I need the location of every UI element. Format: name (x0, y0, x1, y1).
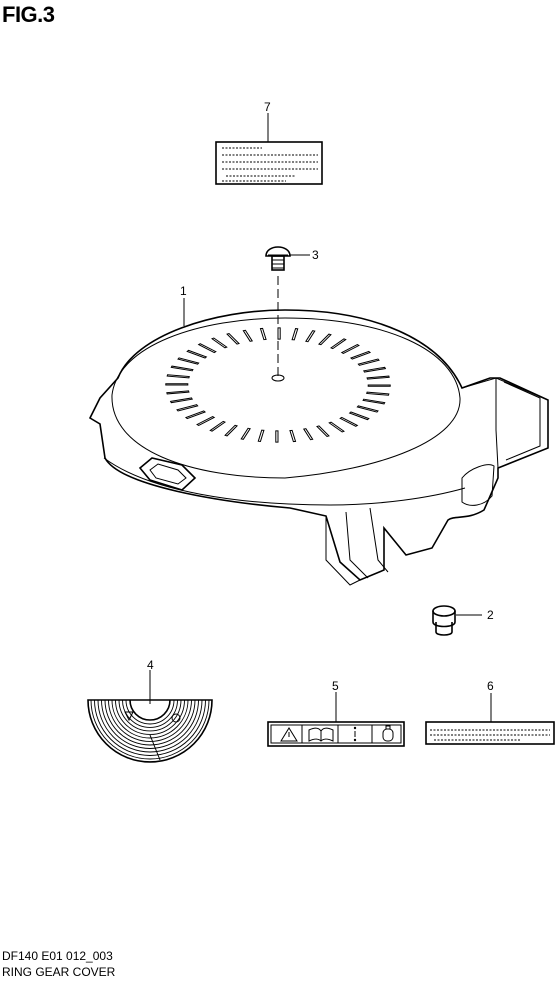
decal-ring (104, 699, 196, 746)
vent-slot (362, 398, 386, 405)
callout-2: 2 (487, 608, 494, 622)
cover-vent-slots (165, 327, 391, 443)
callout-6: 6 (487, 679, 494, 693)
vent-slot (259, 327, 267, 341)
part-4-semicircle-decal (87, 699, 213, 763)
vent-slot (318, 333, 332, 346)
vent-slot (196, 415, 216, 426)
vent-slot (329, 338, 347, 350)
vent-slot (349, 350, 372, 360)
vent-slot (356, 405, 379, 413)
figure-name: RING GEAR COVER (2, 965, 116, 979)
vent-slot (224, 424, 238, 437)
callout-4: 4 (147, 658, 154, 672)
callout-5: 5 (332, 679, 339, 693)
decal-ring (101, 699, 199, 749)
callout-7: 7 (264, 100, 271, 114)
part-1-ring-gear-cover (88, 309, 549, 586)
vent-slot (363, 366, 387, 373)
decal-ring (108, 699, 192, 742)
part-2-plug (432, 605, 456, 636)
vent-slot (289, 429, 297, 443)
vent-slot (184, 410, 207, 420)
vent-slot (367, 384, 391, 387)
vent-slot (357, 358, 380, 366)
vent-slot (211, 337, 228, 349)
vent-slot (302, 428, 314, 441)
decal-ring (97, 699, 203, 753)
decal-ring (122, 699, 178, 728)
vent-slot (176, 404, 199, 412)
vent-slot (340, 344, 360, 355)
vent-slot (366, 391, 390, 396)
vent-slot (348, 411, 370, 421)
vent-slot (177, 357, 200, 365)
decal-ring (125, 699, 175, 725)
figure-code: DF140 E01 012_003 (2, 949, 113, 963)
decal-ring (111, 699, 189, 739)
vent-slot (170, 365, 194, 372)
vent-slot (277, 327, 281, 340)
vent-slot (165, 383, 189, 386)
decal-ring (115, 699, 185, 735)
vent-slot (197, 343, 217, 354)
vent-slot (169, 397, 193, 404)
callout-3: 3 (312, 248, 319, 262)
decal-ring (118, 699, 182, 732)
vent-slot (226, 332, 240, 345)
vent-slot (366, 375, 390, 380)
part-3-screw (265, 246, 291, 271)
part-6-label-sticker (425, 721, 555, 745)
bottle-icon (382, 725, 394, 742)
vent-slot (305, 330, 316, 343)
callout-1: 1 (180, 284, 187, 298)
vent-slot (328, 421, 345, 433)
vent-slot (257, 429, 265, 442)
part-5-icon-label (267, 721, 405, 747)
vent-slot (291, 328, 299, 341)
vent-slot (209, 420, 227, 432)
decal-ring (94, 699, 206, 756)
vent-slot (316, 425, 330, 438)
figure-title: FIG.3 (2, 2, 55, 27)
vent-slot (166, 390, 190, 395)
vent-slot (240, 427, 251, 440)
vent-slot (186, 349, 208, 359)
dots-icon (353, 726, 357, 742)
vent-slot (242, 329, 254, 342)
part-7-label-sticker (215, 141, 323, 185)
vent-slot (275, 430, 279, 443)
vent-slot (339, 416, 359, 427)
warning-triangle-icon (280, 727, 298, 742)
decal-ring (90, 699, 210, 760)
manual-book-icon (308, 727, 334, 742)
vent-slot (166, 374, 190, 379)
